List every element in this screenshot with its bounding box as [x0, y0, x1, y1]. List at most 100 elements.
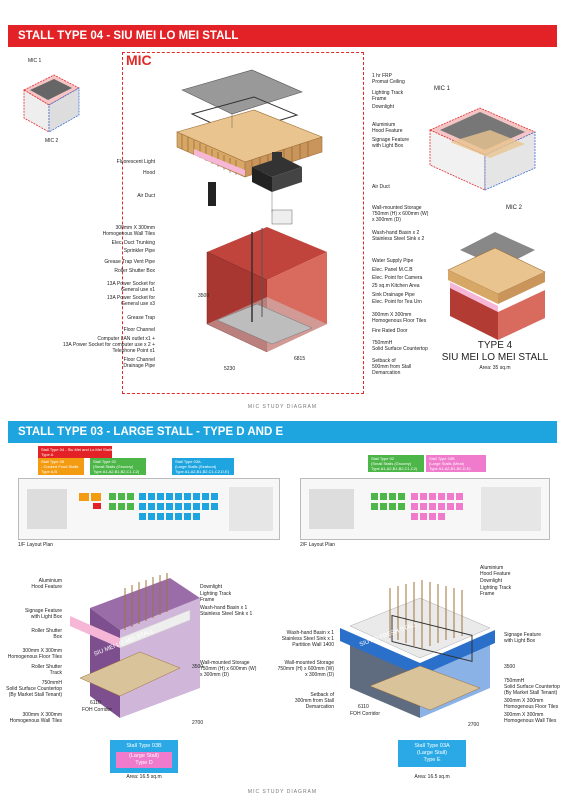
type-e-dim-h: 3500 [504, 664, 516, 670]
label-water-pipe: Water Supply Pipe [372, 258, 414, 264]
type4-line2: SIU MEI LO MEI STALL [441, 352, 549, 363]
plan-2f-label: 2/F Layout Plan [300, 542, 336, 548]
dim-width-2: 6815 [294, 356, 306, 362]
e-label-track: Lighting Track Frame [480, 585, 512, 597]
type-e-dim-d: 6110 [358, 704, 369, 710]
plan-2f [300, 478, 550, 540]
label-fire-door: Fire Rated Door [372, 328, 408, 334]
legend-type03a: Stall Type 03A (Large Stalls (Seafood) T… [172, 458, 234, 475]
label-elec-camera: Elec. Point for Camera [372, 275, 423, 281]
e-label-storage: Wall-mounted Storage 750mm (H) x 600mm (… [277, 660, 334, 678]
caption-bottom: MIC STUDY DIAGRAM [247, 789, 318, 795]
e-label-countertop: 750mmH Solid Surface Countertop (By Mark… [504, 678, 560, 696]
air-duct-left [208, 182, 216, 206]
type4-line1: TYPE 4 [477, 340, 513, 351]
stall-d-line2: (Large Stall)Type D [116, 752, 172, 768]
right-key-diagram [429, 107, 536, 191]
type-d-render [70, 573, 200, 718]
type-d-dim-w: 2700 [192, 720, 204, 726]
stall-d-area: Area: 16.5 sq.m [126, 774, 162, 780]
mic-title: MIC [126, 52, 152, 68]
plan-1f-label: 1/F Layout Plan [18, 542, 54, 548]
banner-mid-title: STALL TYPE 03 - LARGE STALL - TYPE D AND… [18, 426, 284, 438]
label-tea-urn: Elec. Point for Tea Urn [372, 299, 422, 305]
d-label-signage: Signage Feature with Light Box [25, 608, 62, 620]
air-duct-upper [272, 152, 282, 172]
legend-type03b: Stall Type 03B (Large Stalls (Meat) Type… [426, 455, 486, 472]
e-label-wall-tiles: 300mm X 300mm Homogenous Wall Tiles [504, 712, 557, 724]
e-label-basin: Wash-hand Basin x 1 Stainless Steel Sink… [281, 630, 334, 648]
banner-stall-type-03: STALL TYPE 03 - LARGE STALL - TYPE D AND… [8, 421, 557, 443]
d-label-track: Lighting Track Frame [200, 591, 232, 603]
label-sink-drainage: Sink Drainage Pipe [372, 292, 415, 298]
plan-2f-stalls [309, 487, 541, 531]
label-elec-panel: Elec. Panel M.C.B [372, 267, 413, 273]
d-label-hood: Aluminium Hood Feature [31, 578, 62, 590]
type4-title: TYPE 4 SIU MEI LO MEI STALL Area: 35 sq.… [440, 340, 550, 372]
d-label-storage: Wall-mounted Storage 750mm (H) x 600mm (… [200, 660, 257, 678]
mic-frame [122, 52, 364, 394]
type-e-dim-w: 2700 [468, 722, 480, 728]
type4-area: Area: 35 sq.m [479, 365, 511, 371]
stall-e-line1: Stall Type 03A [414, 743, 450, 749]
d-label-downlight: Downlight [200, 584, 222, 590]
type-e-render [340, 580, 495, 718]
type-d-dim-h: 3500 [192, 664, 204, 670]
e-label-downlight: Downlight [480, 578, 502, 584]
banner-stall-type-04: STALL TYPE 04 - SIU MEI LO MEI STALL [8, 25, 557, 47]
legend-type02-left: Stall Type 02 (Small Stalls (Grocery) Ty… [90, 458, 146, 475]
label-signage: Signage Feature with Light Box [372, 137, 409, 149]
label-floor-tiles: 300mm X 300mm Homogenous Floor Tiles [372, 312, 427, 324]
label-wall-tiles: 300mm X 300mm Homogenous Wall Tiles [102, 225, 155, 237]
d-label-wall-tiles: 300mm X 300mm Homogenous Wall Tiles [9, 712, 62, 724]
label-lighting-track: Lighting Track Frame [372, 90, 404, 102]
label-air-duct-right: Air Duct [372, 184, 390, 190]
label-grease-trap: Grease Trap [127, 315, 155, 321]
legend-type04: Stall Type 04 - Siu Mei and Lo Mei Stall… [38, 446, 113, 458]
label-floor-channel: Floor Channel [123, 327, 155, 333]
label-roller-shutter-box: Roller Shutter Box [114, 268, 155, 274]
label-frp-ceiling: 1 hr FRP Promat Ceiling [372, 73, 405, 85]
key-mic1-label: MIC 1 [28, 58, 42, 64]
dim-width-1: 5230 [224, 366, 236, 372]
label-hood: Hood [143, 170, 155, 176]
label-setback: Setback of 500mm from Stall Demarcation [372, 358, 412, 376]
d-label-shutter-track: Roller Shutter Track [31, 664, 62, 676]
exploded-stall-diagram [176, 69, 327, 353]
label-air-duct-left: Air Duct [137, 193, 155, 199]
dim-height: 3500 [198, 293, 210, 299]
plan-1f [18, 478, 280, 540]
e-label-signage: Signage Feature with Light Box [504, 632, 541, 644]
small-key-diagram [23, 74, 80, 133]
e-label-floor-tiles: 300mm X 300mm Homogenous Floor Tiles [504, 698, 559, 710]
label-fluorescent-light: Fluorescent Light [116, 159, 155, 165]
label-sprinkler-pipe: Sprinkler Pipe [123, 248, 155, 254]
caption-top: MIC STUDY DIAGRAM [247, 404, 318, 410]
d-label-countertop: 750mmH Solid Surface Countertop (By Mark… [6, 680, 62, 698]
wall-storage [271, 209, 293, 225]
plan-1f-stalls [27, 487, 273, 531]
label-power-socket-1: 13A Power Socket for General use x1 [106, 281, 155, 293]
type-e-corridor: FOH Corridor [350, 711, 381, 717]
type-d-dim-d: 6110 [90, 700, 101, 706]
d-label-floor-tiles: 300mm X 300mm Homogenous Floor Tiles [7, 648, 62, 660]
right-mic2-label: MIC 2 [506, 205, 523, 211]
d-label-shutter-box: Roller Shutter Box [31, 628, 62, 640]
type-d-corridor: FOH Corridor [82, 707, 113, 713]
right-mic1-label: MIC 1 [434, 86, 451, 92]
label-wall-storage: Wall-mounted Storage 750mm (H) x 600mm (… [372, 205, 429, 223]
label-downlight: Downlight [372, 104, 394, 110]
frp-ceiling [181, 69, 303, 115]
stall-e-box: Stall Type 03A (Large Stall) Type E [398, 740, 466, 767]
label-countertop: 750mmH Solid Surface Countertop [372, 340, 428, 352]
banner-title: STALL TYPE 04 - SIU MEI LO MEI STALL [18, 30, 239, 42]
label-drainage-pipe: Floor Channel Drainage Pipe [123, 357, 155, 369]
e-label-hood: Aluminium Hood Feature [480, 565, 511, 577]
type4-render [447, 232, 546, 340]
label-lan-outlet: Computer LAN outlet x1 + 13A Power Socke… [62, 336, 155, 354]
label-kitchen-area: 25 sq.m Kitchen Area [372, 283, 420, 289]
signage-light-box [194, 149, 245, 176]
key-mic2-label: MIC 2 [45, 138, 59, 144]
label-aluminium-hood: Aluminium Hood Feature [372, 122, 403, 134]
label-wash-basin: Wash-hand Basin x 2 Stainless Steel Sink… [372, 230, 425, 242]
